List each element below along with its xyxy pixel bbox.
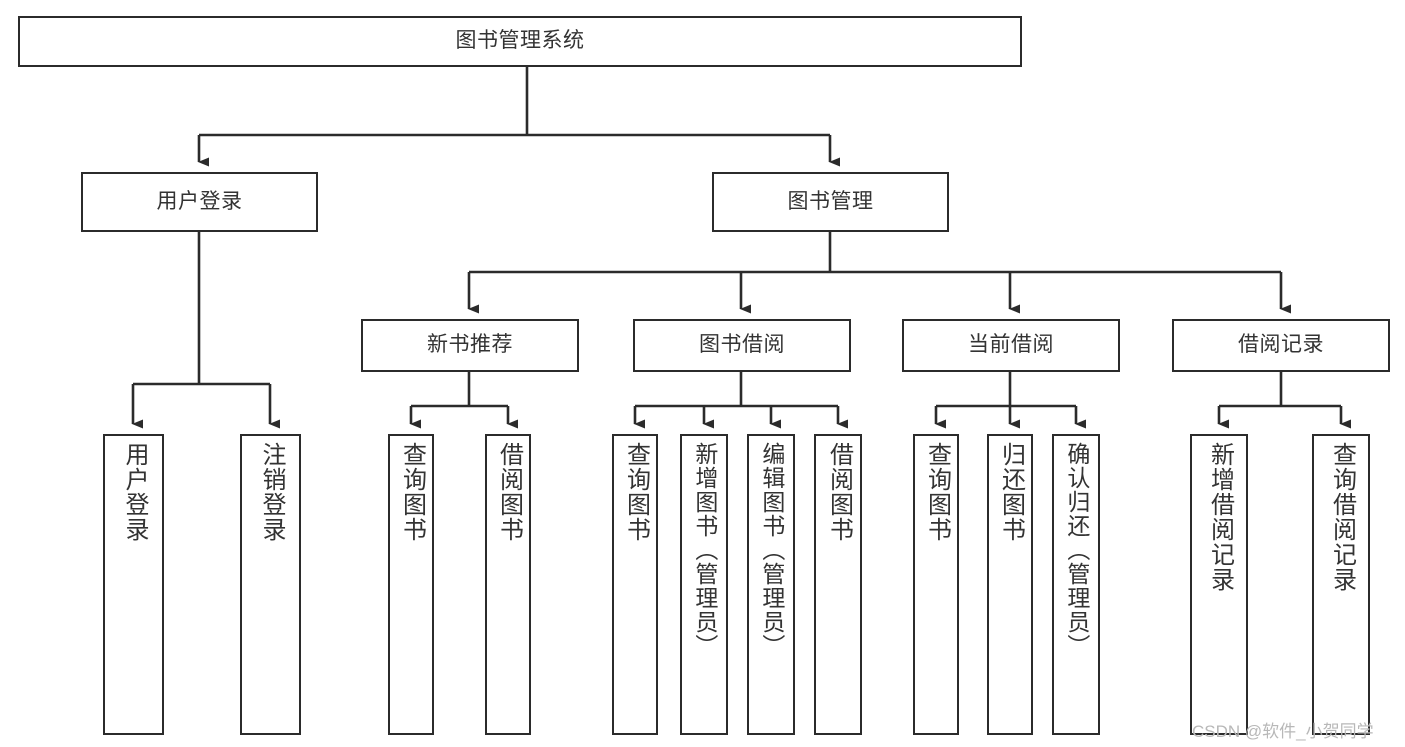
node-book-borrow[interactable]: 图书借阅 xyxy=(633,319,851,372)
node-leaf-query-book-recommend[interactable]: 查询图书 xyxy=(388,434,434,735)
node-book-manage[interactable]: 图书管理 xyxy=(712,172,949,232)
node-root[interactable]: 图书管理系统 xyxy=(18,16,1022,67)
node-leaf-user-login-label: 用户登录 xyxy=(120,442,148,542)
node-leaf-borrow-book-recommend-label: 借阅图书 xyxy=(495,442,523,542)
node-leaf-borrow-book-recommend[interactable]: 借阅图书 xyxy=(485,434,531,735)
node-leaf-add-borrow-record[interactable]: 新增借阅记录 xyxy=(1190,434,1248,735)
node-leaf-query-book-borrow-label: 查询图书 xyxy=(622,442,650,542)
node-borrow-record[interactable]: 借阅记录 xyxy=(1172,319,1390,372)
node-leaf-confirm-return-admin[interactable]: 确认归还（管理员） xyxy=(1052,434,1100,735)
node-root-label: 图书管理系统 xyxy=(455,29,585,53)
node-book-manage-label: 图书管理 xyxy=(787,189,874,213)
node-user-login[interactable]: 用户登录 xyxy=(81,172,318,232)
node-leaf-query-book-current-label: 查询图书 xyxy=(923,442,951,542)
node-leaf-edit-book-admin-label: 编辑图书（管理员） xyxy=(758,442,785,658)
node-leaf-add-borrow-record-label: 新增借阅记录 xyxy=(1206,442,1234,592)
node-leaf-query-book-current[interactable]: 查询图书 xyxy=(913,434,959,735)
node-new-book-recommend[interactable]: 新书推荐 xyxy=(361,319,579,372)
node-borrow-record-label: 借阅记录 xyxy=(1238,333,1324,357)
node-leaf-return-book-label: 归还图书 xyxy=(997,442,1025,542)
node-leaf-query-borrow-record-label: 查询借阅记录 xyxy=(1328,442,1356,592)
node-current-borrow[interactable]: 当前借阅 xyxy=(902,319,1120,372)
node-leaf-add-book-admin[interactable]: 新增图书（管理员） xyxy=(680,434,728,735)
node-leaf-borrow-book[interactable]: 借阅图书 xyxy=(814,434,862,735)
node-user-login-label: 用户登录 xyxy=(156,189,243,213)
node-leaf-query-book-recommend-label: 查询图书 xyxy=(398,442,426,542)
node-current-borrow-label: 当前借阅 xyxy=(968,333,1054,357)
node-leaf-edit-book-admin[interactable]: 编辑图书（管理员） xyxy=(747,434,795,735)
node-leaf-borrow-book-label: 借阅图书 xyxy=(825,442,853,542)
node-leaf-query-book-borrow[interactable]: 查询图书 xyxy=(612,434,658,735)
node-leaf-add-book-admin-label: 新增图书（管理员） xyxy=(691,442,718,658)
node-leaf-query-borrow-record[interactable]: 查询借阅记录 xyxy=(1312,434,1370,735)
node-leaf-logout-label: 注销登录 xyxy=(257,442,285,542)
node-new-book-recommend-label: 新书推荐 xyxy=(427,333,513,357)
node-leaf-user-login[interactable]: 用户登录 xyxy=(103,434,164,735)
node-book-borrow-label: 图书借阅 xyxy=(699,333,785,357)
csdn-watermark: CSDN @软件_小贺同学 xyxy=(1192,722,1374,741)
node-leaf-confirm-return-admin-label: 确认归还（管理员） xyxy=(1063,442,1090,658)
node-leaf-logout[interactable]: 注销登录 xyxy=(240,434,301,735)
node-leaf-return-book[interactable]: 归还图书 xyxy=(987,434,1033,735)
